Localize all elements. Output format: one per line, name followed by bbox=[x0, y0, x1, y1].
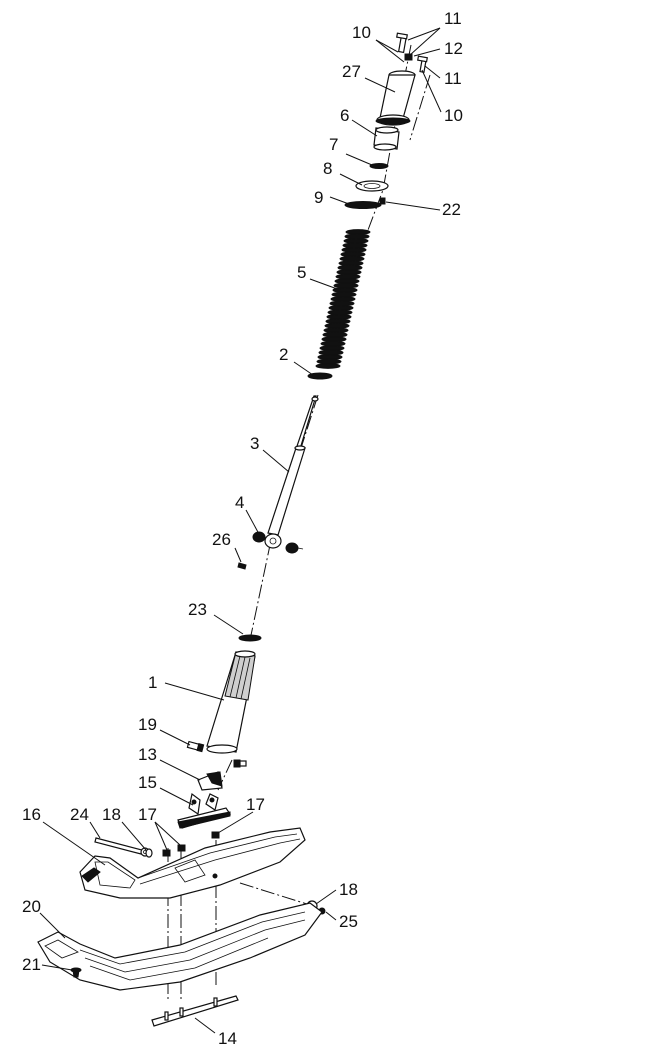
spring-retainer bbox=[344, 201, 382, 209]
ski-nut-right bbox=[211, 831, 220, 839]
washer-18-left bbox=[145, 848, 153, 858]
clip-22 bbox=[379, 197, 386, 205]
leader-lines bbox=[39, 27, 442, 1034]
callout-2: 2 bbox=[279, 345, 288, 364]
coil-spring bbox=[315, 229, 371, 369]
ski-runner bbox=[37, 902, 323, 991]
callout-17-left: 17 bbox=[138, 805, 157, 824]
callout-26: 26 bbox=[212, 530, 231, 549]
small-nut-26 bbox=[237, 562, 247, 570]
top-nut-12 bbox=[404, 53, 413, 61]
callout-7: 7 bbox=[329, 135, 338, 154]
callout-4: 4 bbox=[235, 493, 244, 512]
bushings bbox=[252, 531, 304, 554]
sleeve bbox=[373, 126, 400, 151]
callout-18-left: 18 bbox=[102, 805, 121, 824]
ski-body bbox=[79, 827, 306, 899]
spring-coil bbox=[315, 363, 341, 369]
callout-19: 19 bbox=[138, 715, 157, 734]
callout-8: 8 bbox=[323, 159, 332, 178]
callout-18-right: 18 bbox=[339, 880, 358, 899]
base-plate bbox=[177, 792, 231, 829]
o-ring bbox=[238, 634, 262, 642]
ski-nut-left-b bbox=[177, 844, 186, 852]
wear-bar bbox=[151, 995, 239, 1027]
callout-25: 25 bbox=[339, 912, 358, 931]
callout-20: 20 bbox=[22, 897, 41, 916]
callout-6: 6 bbox=[340, 106, 349, 125]
callout-1: 1 bbox=[148, 673, 157, 692]
callout-12: 12 bbox=[444, 39, 463, 58]
pivot-bracket bbox=[197, 771, 223, 791]
callout-5: 5 bbox=[297, 263, 306, 282]
spring-cap-cylinder bbox=[375, 70, 416, 126]
axle-rod bbox=[94, 837, 150, 857]
lower-tube bbox=[206, 650, 256, 754]
washer-7 bbox=[369, 163, 389, 169]
spring-seat bbox=[355, 180, 389, 192]
callout-16: 16 bbox=[22, 805, 41, 824]
ski-nut-left-a bbox=[162, 849, 171, 857]
callout-23: 23 bbox=[188, 600, 207, 619]
callout-17-right: 17 bbox=[246, 795, 265, 814]
callout-labels: 10 11 12 27 11 10 6 7 8 9 22 5 2 3 4 26 … bbox=[22, 9, 463, 1048]
callout-11-top: 11 bbox=[444, 9, 462, 28]
callout-13: 13 bbox=[138, 745, 157, 764]
top-bolt-left bbox=[396, 32, 408, 54]
shock-absorber bbox=[264, 395, 319, 549]
callout-15: 15 bbox=[138, 773, 157, 792]
callout-22: 22 bbox=[442, 200, 461, 219]
callout-14: 14 bbox=[218, 1029, 237, 1048]
callout-3: 3 bbox=[250, 434, 259, 453]
callout-10-lower: 10 bbox=[444, 106, 463, 125]
callout-11-lower: 11 bbox=[444, 69, 462, 88]
callout-9: 9 bbox=[314, 188, 323, 207]
spring-lower-seat bbox=[307, 372, 333, 380]
callout-27: 27 bbox=[342, 62, 361, 81]
callout-21: 21 bbox=[22, 955, 41, 974]
callout-24: 24 bbox=[70, 805, 89, 824]
callout-10-top: 10 bbox=[352, 23, 371, 42]
top-bolt-right bbox=[417, 55, 428, 73]
